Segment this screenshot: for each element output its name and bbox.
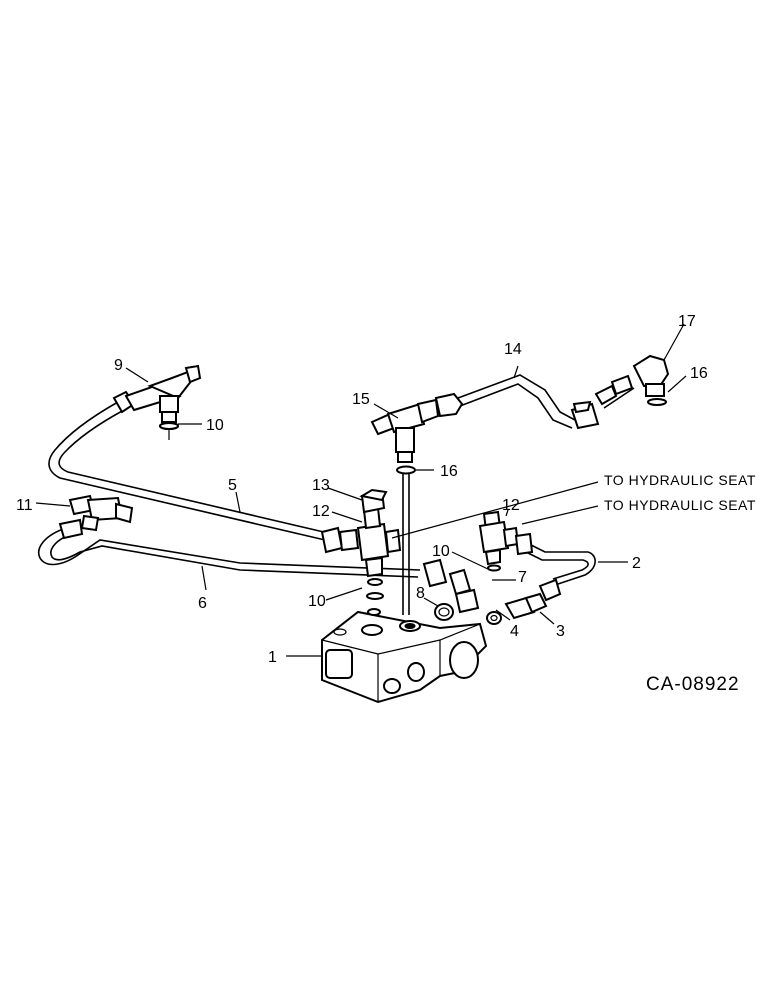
- callout-8: 8: [416, 585, 425, 602]
- note-hydraulic-seat-lower: TO HYDRAULIC SEAT: [604, 497, 756, 513]
- callout-5: 5: [228, 477, 237, 494]
- note-hydraulic-seat-upper: TO HYDRAULIC SEAT: [604, 472, 756, 488]
- tee-fitting-15: [370, 392, 464, 463]
- tube-6: [38, 527, 421, 578]
- callout-labels: 1 2 3 4 5 6 7 8 9 10 10 10 11 12 12 13 1…: [16, 313, 708, 666]
- callout-17: 17: [678, 313, 696, 330]
- callout-14: 14: [504, 341, 522, 358]
- o-ring-10-left: [159, 422, 179, 430]
- vertical-tube: [402, 470, 410, 615]
- o-ring-10-center: [366, 592, 384, 616]
- callout-12-center: 12: [312, 503, 330, 520]
- callout-10-right: 10: [432, 543, 450, 560]
- o-ring-16-center: [396, 465, 416, 475]
- callout-4: 4: [510, 623, 519, 640]
- right-tee-12: [478, 510, 534, 572]
- callout-6: 6: [198, 595, 207, 612]
- callout-9: 9: [114, 357, 123, 374]
- plug-13: [359, 488, 388, 514]
- callout-13: 13: [312, 477, 330, 494]
- callout-7: 7: [518, 569, 527, 586]
- center-tee-12: [320, 506, 402, 586]
- washer-4: [486, 611, 502, 625]
- tee-fitting-9: [112, 364, 202, 440]
- tube-2: [519, 540, 596, 586]
- drawing-code: CA-08922: [646, 674, 740, 695]
- callout-16-right: 16: [690, 365, 708, 382]
- valve-body-1: [321, 610, 488, 704]
- callout-1: 1: [268, 649, 277, 666]
- elbow-fitting-17: [570, 354, 670, 430]
- callout-10-center: 10: [308, 593, 326, 610]
- callout-10-top: 10: [206, 417, 224, 434]
- adapter-7: [422, 558, 480, 614]
- callout-2: 2: [632, 555, 641, 572]
- o-ring-8: [434, 603, 454, 621]
- callout-11: 11: [16, 497, 33, 514]
- tube-5: [48, 401, 329, 541]
- leader-lines: [35, 323, 687, 657]
- callout-15: 15: [352, 391, 370, 408]
- callout-16-center: 16: [440, 463, 458, 480]
- callout-3: 3: [556, 623, 565, 640]
- callout-12-right: 12: [502, 497, 520, 514]
- tee-fitting-11: [58, 494, 134, 540]
- fitting-3: [504, 578, 562, 620]
